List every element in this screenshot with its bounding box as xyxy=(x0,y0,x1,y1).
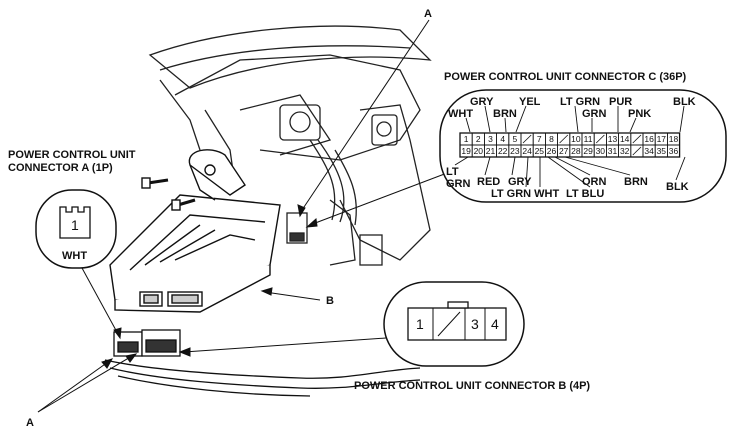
connector-c-pin-31: 31 xyxy=(608,146,618,156)
connector-c-pin-24: 24 xyxy=(522,146,532,156)
connector-c-pin-14: 14 xyxy=(620,134,630,144)
connector-c-pin-2: 2 xyxy=(476,134,481,144)
connector-c-pin-26: 26 xyxy=(547,146,557,156)
callout-b: B xyxy=(326,295,334,307)
power-control-unit xyxy=(109,149,281,313)
connector-c-pin-4: 4 xyxy=(500,134,505,144)
connector-c-pin-25: 25 xyxy=(535,146,545,156)
wire-label-orn: ORN xyxy=(582,176,607,188)
wire-label-blk-bottom: BLK xyxy=(666,181,689,193)
wire-label-pnk: PNK xyxy=(628,108,651,120)
connector-c-pin-7: 7 xyxy=(537,134,542,144)
connector-c-pin-17: 17 xyxy=(657,134,667,144)
connector-c-pin-22: 22 xyxy=(498,146,508,156)
harness-connectors xyxy=(104,329,421,397)
connector-c-pin-10: 10 xyxy=(571,134,581,144)
connector-b-pin-4: 4 xyxy=(491,316,499,332)
connector-c-pin-19: 19 xyxy=(461,146,471,156)
connector-c-empty-slot xyxy=(559,134,569,144)
wire-label-lt: LT xyxy=(446,166,459,178)
connector-c-pin-16: 16 xyxy=(644,134,654,144)
connector-b-pin-1: 1 xyxy=(416,316,424,332)
wire-label-blk-top: BLK xyxy=(673,96,696,108)
connector-c-pin-13: 13 xyxy=(608,134,618,144)
connector-b-title: POWER CONTROL UNIT CONNECTOR B (4P) xyxy=(354,380,590,392)
connector-c-title: POWER CONTROL UNIT CONNECTOR C (36P) xyxy=(444,71,687,83)
connector-c-pin-5: 5 xyxy=(513,134,518,144)
wire-label-wht: WHT xyxy=(448,108,473,120)
wire-label-grn: GRN xyxy=(582,108,607,120)
callout-a-top: A xyxy=(424,8,432,20)
connector-c-wire-labels: WHT GRY BRN YEL LT GRN GRN PUR PNK BLK L… xyxy=(446,96,696,200)
wire-label-lt-blu: LT BLU xyxy=(566,188,604,200)
connector-c-pin-8: 8 xyxy=(549,134,554,144)
connector-c-empty-slot xyxy=(595,134,605,144)
connector-c-pin-35: 35 xyxy=(657,146,667,156)
connector-c-pin-21: 21 xyxy=(486,146,496,156)
connector-c-pin-34: 34 xyxy=(644,146,654,156)
connector-c-pin-11: 11 xyxy=(584,134,593,144)
connector-c-pin-30: 30 xyxy=(596,146,606,156)
connector-a-wire-wht: WHT xyxy=(62,250,87,262)
connector-a-title-line2: CONNECTOR A (1P) xyxy=(8,162,113,174)
connector-a-callout: 1 WHT xyxy=(35,189,117,269)
connector-c-pin-23: 23 xyxy=(510,146,520,156)
connector-c-pin-18: 18 xyxy=(669,134,679,144)
connector-a-title-line1: POWER CONTROL UNIT xyxy=(8,149,136,161)
wire-label-lt-grn-wht: LT GRN WHT xyxy=(491,188,560,200)
wire-label-gry-top: GRY xyxy=(470,96,494,108)
connector-c-pin-3: 3 xyxy=(488,134,493,144)
connector-c-pin-1: 1 xyxy=(464,134,469,144)
wire-label-brn-top: BRN xyxy=(493,108,517,120)
connector-c-pin-29: 29 xyxy=(583,146,593,156)
connector-c-pin-36: 36 xyxy=(669,146,679,156)
callout-a-bottom: A xyxy=(26,417,34,429)
leader-lines xyxy=(37,19,456,413)
wire-label-red: RED xyxy=(477,176,500,188)
wire-label-grn-left: GRN xyxy=(446,178,471,190)
wire-label-pur: PUR xyxy=(609,96,632,108)
connector-c-pin-27: 27 xyxy=(559,146,569,156)
connector-a-pin-1: 1 xyxy=(71,217,79,233)
connector-c-empty-slot xyxy=(632,134,642,144)
connector-c-empty-slot xyxy=(522,134,532,144)
wire-label-brn-bottom: BRN xyxy=(624,176,648,188)
connector-c-empty-slot xyxy=(632,146,642,156)
connector-c-pin-28: 28 xyxy=(571,146,581,156)
wire-label-gry-bottom: GRY xyxy=(508,176,532,188)
connector-b-callout: 1 3 4 xyxy=(383,281,525,367)
connector-c-pin-20: 20 xyxy=(474,146,484,156)
connector-c-pin-32: 32 xyxy=(620,146,630,156)
dashboard-structure xyxy=(148,25,432,266)
wire-label-yel: YEL xyxy=(519,96,541,108)
connector-b-pin-3: 3 xyxy=(471,316,479,332)
connector-c-cell xyxy=(667,144,681,158)
wire-label-lt-grn-top: LT GRN xyxy=(560,96,600,108)
